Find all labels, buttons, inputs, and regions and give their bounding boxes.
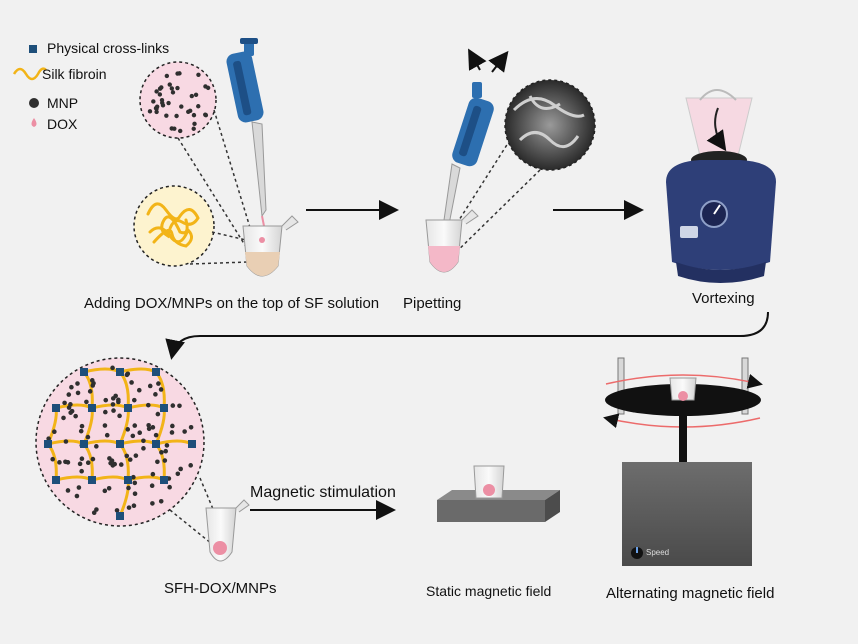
mnp-zoom-bubble — [139, 61, 217, 139]
legend-cross-links: Physical cross-links — [47, 40, 170, 56]
fibroin-zoom-bubble — [133, 185, 215, 267]
dox-icon — [31, 118, 37, 127]
legend-mnp: MNP — [47, 95, 79, 111]
fibroin-icon — [12, 67, 47, 81]
return-arrow — [165, 311, 769, 360]
alternating-field-device — [603, 357, 763, 566]
step-vortexing-label: Vortexing — [692, 290, 755, 307]
static-field-label: Static magnetic field — [426, 583, 552, 599]
speed-knob-label: Speed — [646, 548, 670, 557]
tube-3 — [205, 499, 250, 562]
alternating-field-label: Alternating magnetic field — [606, 585, 775, 602]
legend-silk-fibroin: Silk fibroin — [42, 66, 107, 82]
static-field-device — [437, 465, 560, 522]
step-pipetting-label: Pipetting — [403, 295, 462, 312]
legend-dox: DOX — [47, 116, 78, 132]
tube-1 — [242, 215, 299, 277]
tube-2 — [425, 209, 479, 273]
mnp-icon — [29, 98, 39, 108]
vortexer — [666, 89, 776, 283]
bubble-leader-lines-1 — [177, 109, 253, 265]
cross-link-icon — [29, 45, 37, 53]
legend-icons — [12, 45, 47, 127]
magnetic-stimulation-label: Magnetic stimulation — [250, 484, 396, 501]
step-sfh-label: SFH-DOX/MNPs — [164, 580, 277, 597]
sem-zoom-bubble — [504, 79, 596, 171]
step-adding-label: Adding DOX/MNPs on the top of SF solutio… — [84, 295, 380, 312]
pipette-1 — [226, 38, 267, 227]
hydrogel-network-bubble — [35, 357, 205, 527]
